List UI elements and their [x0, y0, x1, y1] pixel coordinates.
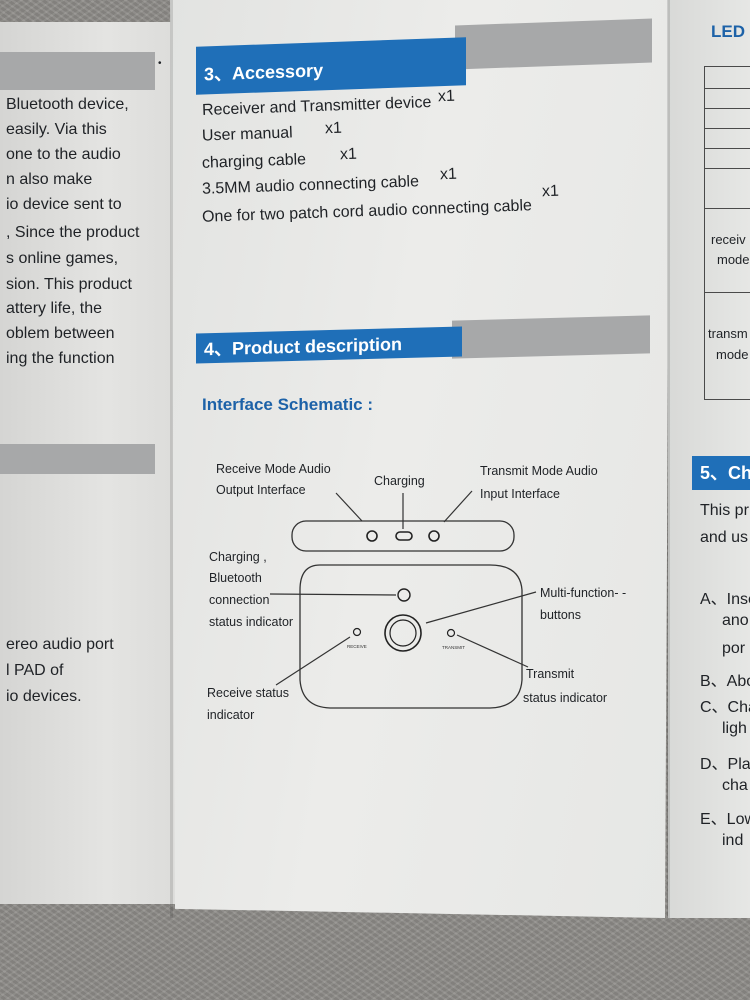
charging-port-icon	[395, 531, 413, 541]
receive-status-label: Receive status	[207, 686, 289, 700]
left-text-line: l PAD of	[6, 662, 64, 679]
charging-indicator-label: Bluetooth	[209, 571, 262, 585]
transmit-status-label: Transmit	[526, 667, 575, 681]
table-cell: mode	[716, 347, 749, 362]
charging-led-icon	[397, 588, 411, 602]
right-list-line: C、Cha	[700, 699, 750, 716]
fold-shadow-left	[170, 0, 173, 918]
right-list-line: por	[722, 640, 746, 657]
transmit-audio-label: Transmit Mode Audio	[480, 464, 598, 478]
accessory-heading-gray-bar	[455, 18, 652, 70]
right-list-line: E、Low	[700, 811, 750, 828]
table-row-line	[704, 148, 750, 149]
right-list-line: ligh	[722, 720, 747, 737]
right-list-line: B、Abo	[700, 673, 750, 690]
right-list-line: D、Pla	[700, 756, 750, 773]
table-row-line	[704, 168, 750, 169]
accessory-qty: x1	[541, 182, 560, 201]
led-heading: LED	[711, 22, 745, 41]
left-text-line: sion. This product	[6, 276, 132, 293]
leader-line	[443, 490, 473, 523]
table-cell: receiv	[711, 232, 746, 247]
table-row-line	[704, 128, 750, 129]
left-text-line: easily. Via this	[6, 121, 107, 138]
section5-heading: 5、Ch	[692, 456, 750, 490]
accessory-qty: x1	[339, 145, 358, 164]
left-text-line: s online games,	[6, 250, 119, 267]
left-section-bar-top	[0, 52, 155, 90]
product-heading-gray-bar	[452, 315, 650, 359]
led-table	[704, 66, 750, 400]
leader-line	[456, 634, 529, 668]
left-text-line: ing the function	[6, 350, 115, 367]
receive-status-label: indicator	[207, 708, 255, 722]
left-text-line: io devices.	[6, 688, 82, 705]
table-row-line	[704, 208, 750, 209]
table-row-line	[704, 88, 750, 89]
transmit-audio-port-icon	[428, 530, 440, 542]
charging-indicator-label: status indicator	[209, 615, 294, 629]
accessory-heading: 3、Accessory	[196, 37, 466, 95]
middle-page-panel	[170, 0, 670, 918]
multi-function-button-inner-icon	[389, 619, 417, 647]
receive-audio-port-icon	[366, 530, 378, 542]
transmit-led-icon	[446, 628, 456, 638]
multi-function-label: Multi-function- -	[540, 586, 627, 600]
left-section-bar-bottom	[0, 444, 155, 474]
left-text-line: io device sent to	[6, 196, 122, 213]
product-heading-text: 4、Product description	[204, 334, 403, 360]
fold-shadow-right	[667, 0, 670, 918]
accessory-item: User manual	[201, 124, 293, 145]
left-text-line: attery life, the	[6, 300, 103, 317]
table-row-line	[704, 108, 750, 109]
right-text-line: and us	[700, 529, 749, 546]
left-text-line: n also make	[6, 171, 93, 188]
charging-indicator-label: Charging ,	[209, 550, 267, 564]
leader-line	[275, 636, 351, 686]
left-text-line: oblem between	[6, 325, 115, 342]
interface-schematic-diagram: RECEIVE TRANSMIT	[269, 490, 537, 709]
accessory-qty: x1	[439, 165, 458, 184]
transmit-mark: TRANSMIT	[442, 645, 465, 650]
right-text-line: This pr	[700, 502, 749, 519]
right-list-line: ano	[722, 612, 749, 629]
right-list-line: A、Inse	[700, 591, 750, 608]
table-cell: transm	[708, 326, 748, 341]
right-list-line: ind	[722, 832, 744, 849]
leader-line	[269, 593, 397, 596]
charging-label: Charging	[374, 474, 425, 488]
receive-led-icon	[352, 627, 362, 637]
receive-audio-label: Receive Mode Audio	[216, 462, 331, 476]
receive-mark: RECEIVE	[347, 644, 367, 649]
leader-line	[425, 591, 537, 624]
transmit-status-label: status indicator	[523, 691, 608, 705]
left-text-line: ereo audio port	[6, 636, 114, 653]
table-cell: mode	[717, 252, 750, 267]
left-text-line: one to the audio	[6, 146, 121, 163]
leader-line	[335, 492, 363, 522]
left-text-line: , Since the product	[6, 224, 140, 241]
multi-function-label: buttons	[540, 608, 582, 622]
right-list-line: cha	[722, 777, 748, 794]
left-text-line: Bluetooth device,	[6, 96, 129, 113]
accessory-qty: x1	[324, 119, 343, 138]
receive-audio-label: Output Interface	[216, 483, 306, 497]
transmit-audio-label: Input Interface	[480, 487, 560, 501]
accessory-item: charging cable	[201, 151, 307, 172]
device-face-outline	[299, 564, 523, 709]
interface-schematic-subheading: Interface Schematic :	[202, 395, 374, 414]
accessory-qty: x1	[437, 87, 456, 106]
table-row-line	[704, 292, 750, 293]
accessory-heading-text: 3、Accessory	[204, 60, 324, 85]
section5-heading-text: 5、Ch	[700, 463, 750, 483]
charging-indicator-label: connection	[209, 593, 270, 607]
left-dot: •	[158, 58, 162, 69]
multi-function-button-outer-icon	[384, 614, 422, 652]
